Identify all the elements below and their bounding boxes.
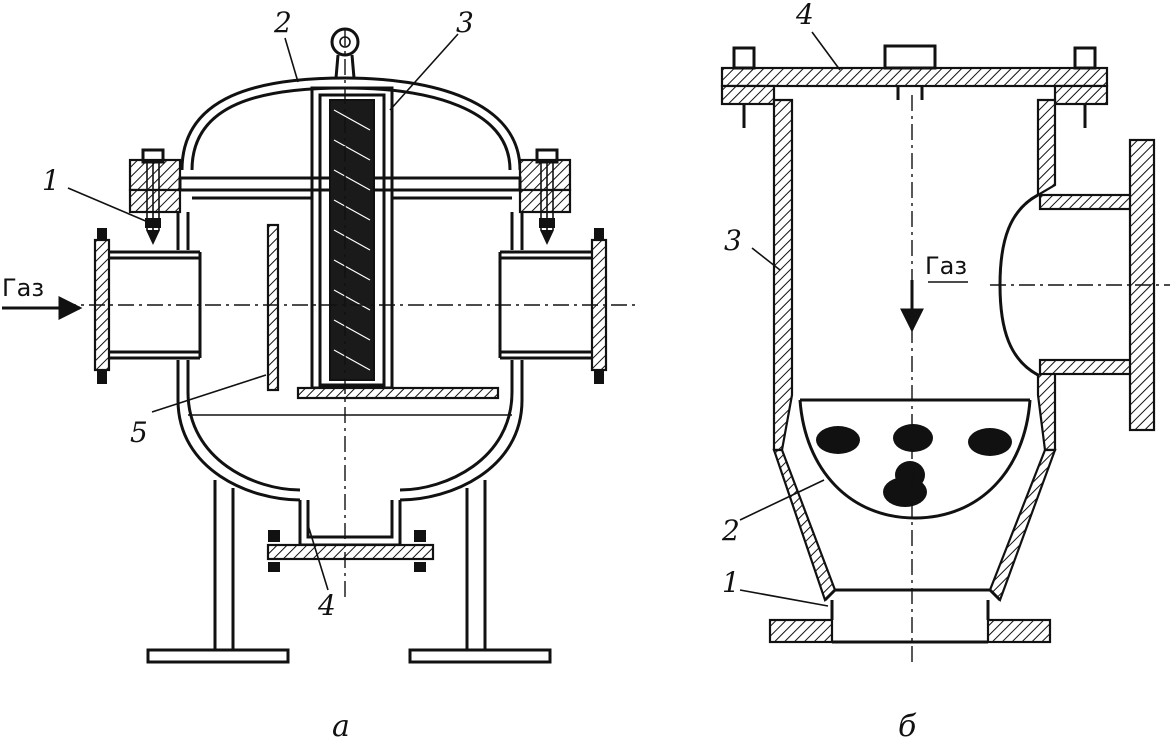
caption-a: а	[332, 709, 350, 744]
baffle-plate	[266, 223, 280, 392]
figure-a-separator: Газ 1 2 3 4 5 а	[2, 6, 640, 744]
callout-a-1: 1	[42, 164, 60, 197]
filter-cartridge	[192, 86, 512, 400]
support-legs	[146, 480, 552, 664]
outlet-nozzle	[498, 228, 608, 384]
vessel-shell	[176, 212, 524, 502]
gas-label-a: Газ	[2, 274, 44, 302]
callouts-a: 1 2 3 4 5	[42, 6, 474, 622]
callout-a-3: 3	[456, 6, 474, 39]
callouts-b: 1 2 3 4	[721, 0, 841, 607]
callout-a-4: 4	[317, 589, 336, 622]
figure-b-filter: Газ 1 2 3 4 б	[720, 0, 1170, 744]
housing-body	[768, 98, 1057, 644]
inlet-nozzle	[93, 228, 202, 384]
callout-a-5: 5	[130, 416, 148, 449]
top-cover-b	[720, 44, 1109, 128]
drain-pocket	[266, 500, 435, 572]
caption-b: б	[898, 709, 917, 744]
callout-b-4: 4	[795, 0, 814, 31]
callout-b-2: 2	[721, 514, 740, 547]
callout-a-2: 2	[273, 6, 292, 39]
gas-label-b: Газ	[925, 252, 967, 280]
body-flange	[128, 148, 572, 245]
callout-b-3: 3	[724, 224, 742, 257]
strainer-basket	[798, 398, 1032, 520]
callout-b-1: 1	[722, 566, 740, 599]
